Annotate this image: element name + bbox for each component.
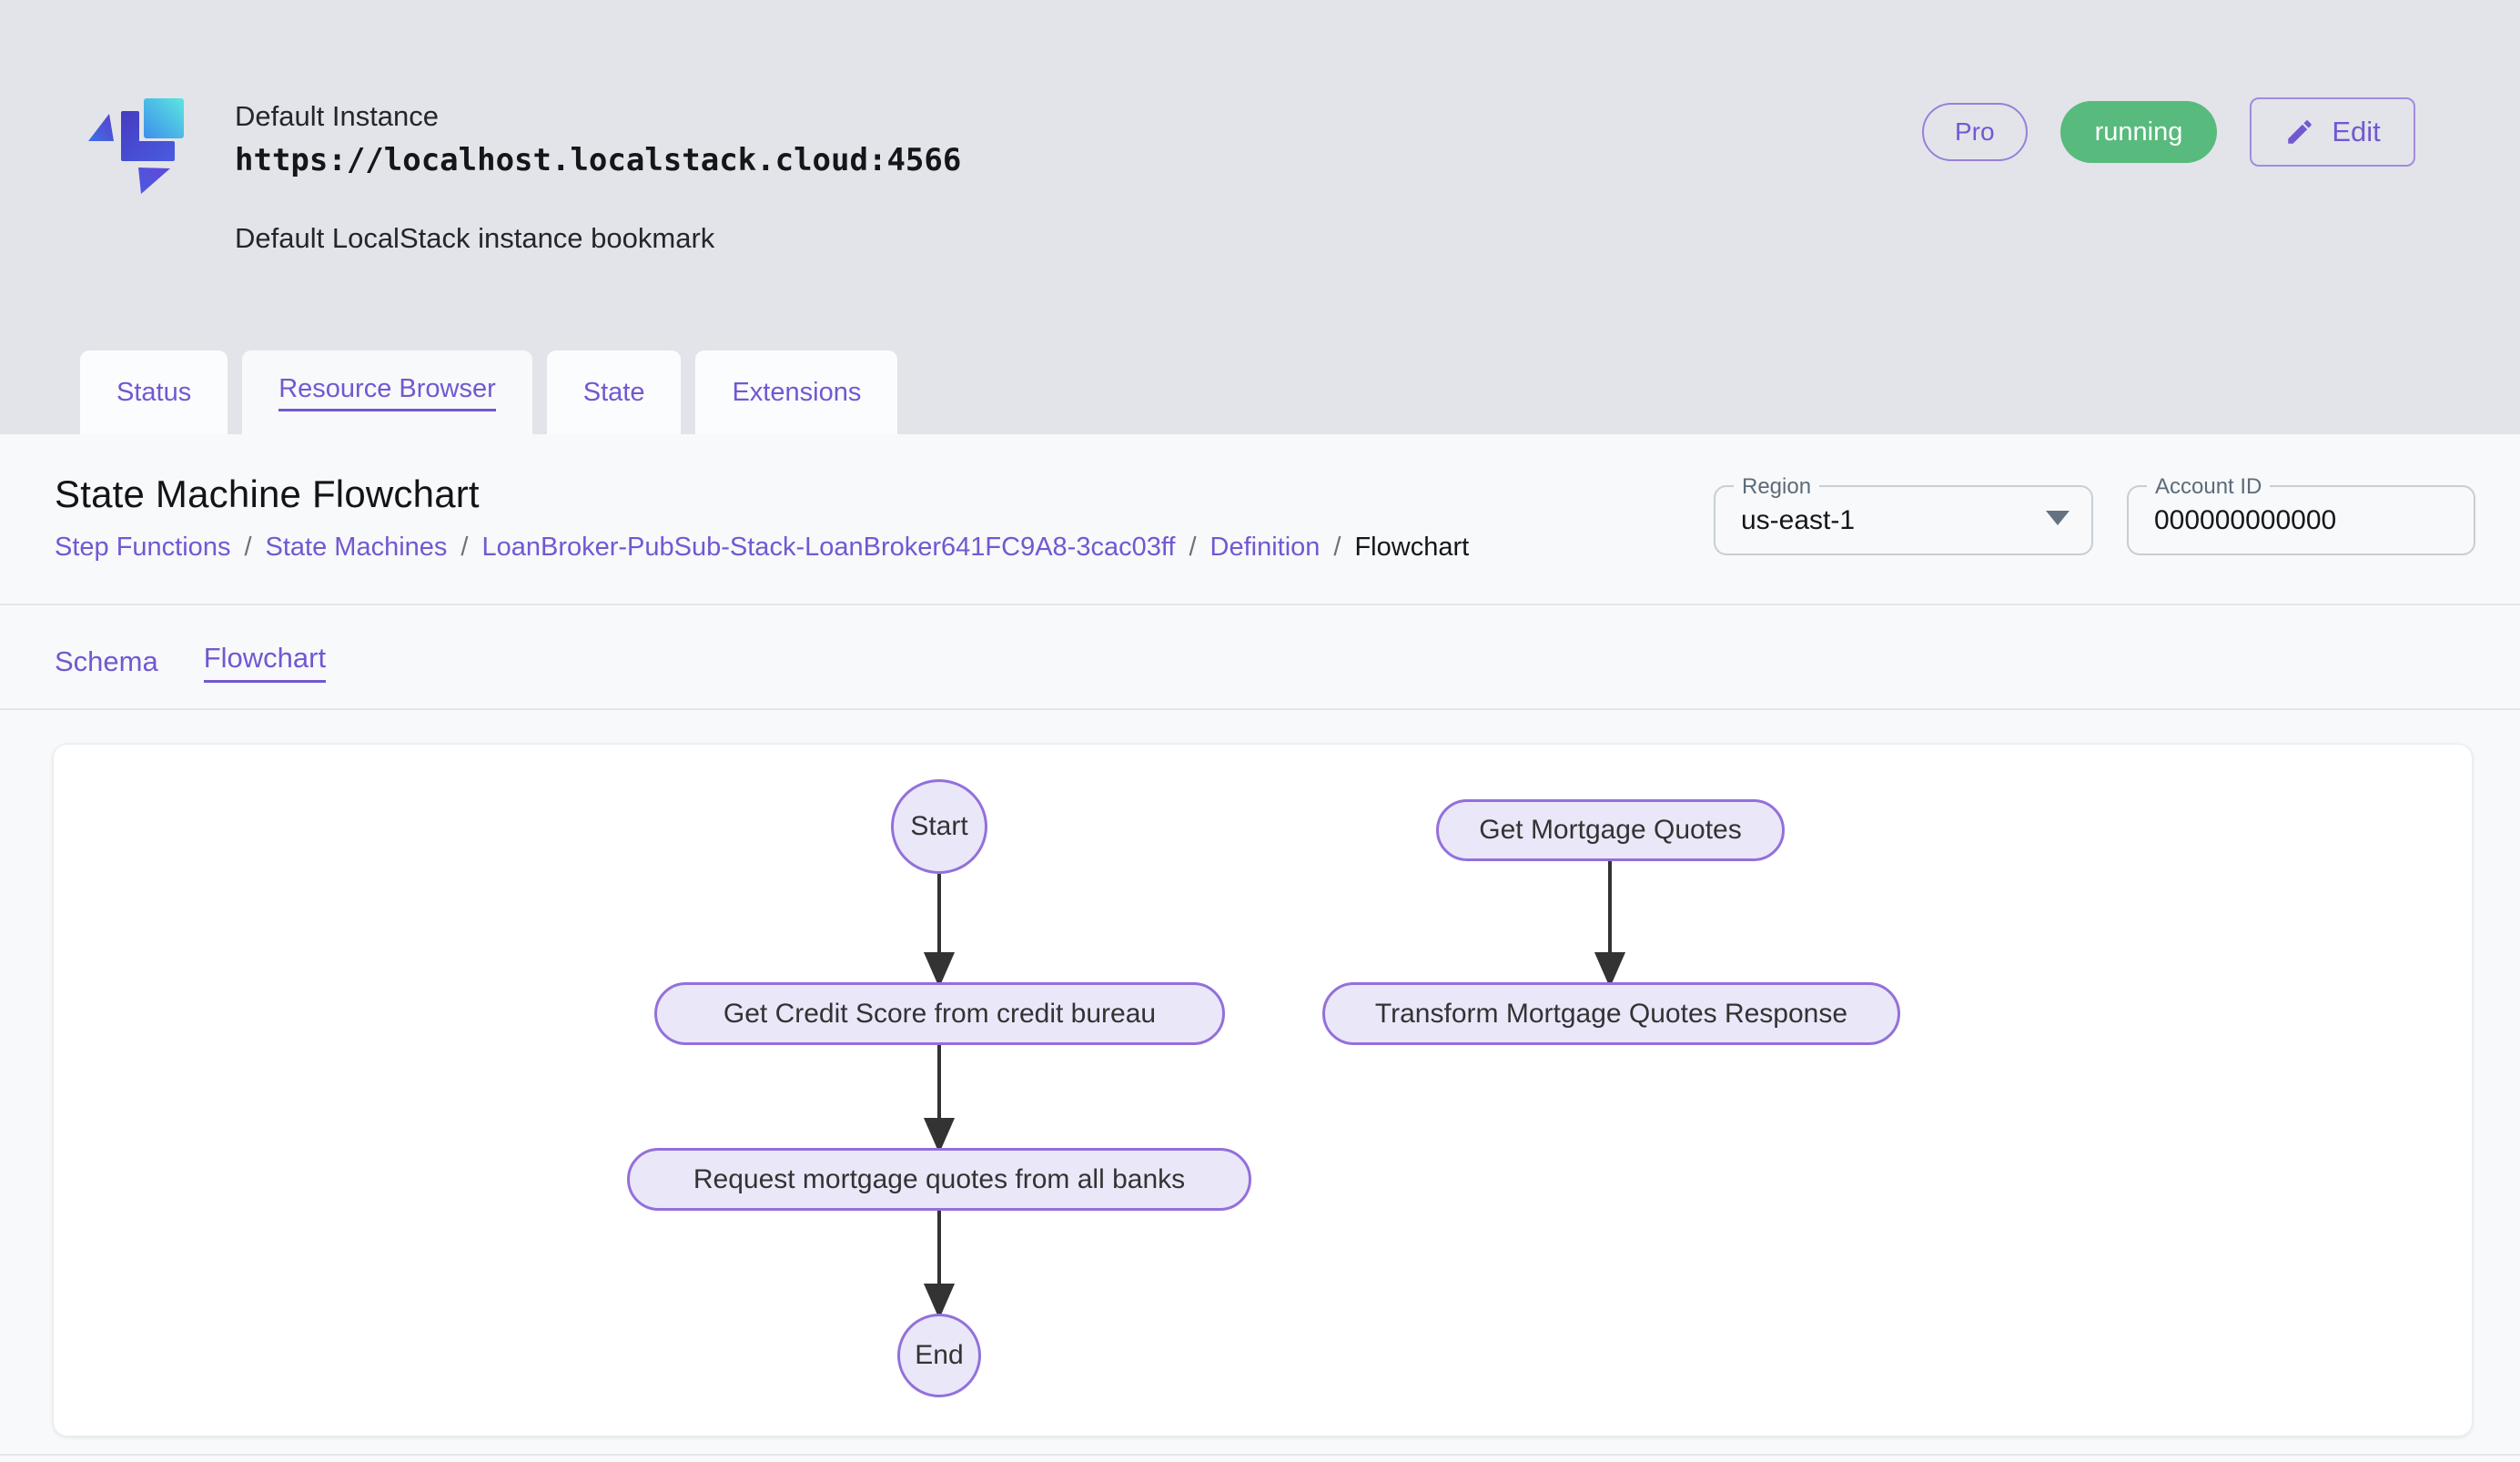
status-badge: running	[2060, 101, 2218, 163]
divider	[0, 604, 2520, 605]
divider	[0, 708, 2520, 710]
node-label: Get Credit Score from credit bureau	[723, 998, 1157, 1029]
breadcrumb: Step Functions / State Machines / LoanBr…	[55, 533, 1469, 563]
instance-info: Default Instance https://localhost.local…	[235, 100, 961, 255]
divider	[0, 1454, 2520, 1456]
breadcrumb-flowchart: Flowchart	[1354, 533, 1470, 562]
main-tabs: Status Resource Browser State Extensions	[80, 350, 898, 434]
breadcrumb-separator: /	[244, 533, 252, 562]
tab-extensions-label: Extensions	[732, 377, 862, 407]
node-label: End	[915, 1340, 964, 1370]
edit-button-label: Edit	[2332, 116, 2381, 147]
node-label: Start	[910, 811, 968, 841]
account-id-label: Account ID	[2147, 473, 2271, 501]
flowchart-edges	[923, 861, 1626, 1319]
node-label: Transform Mortgage Quotes Response	[1374, 998, 1848, 1029]
edit-button[interactable]: Edit	[2250, 97, 2415, 167]
flowchart-node-get-mortgage-quotes[interactable]: Get Mortgage Quotes	[1436, 799, 1785, 861]
tab-status-label: Status	[116, 377, 192, 407]
flowchart-node-get-credit-score[interactable]: Get Credit Score from credit bureau	[654, 982, 1225, 1045]
region-select[interactable]: Region us-east-1	[1714, 473, 2093, 555]
flowchart-node-request-quotes[interactable]: Request mortgage quotes from all banks	[627, 1148, 1251, 1211]
instance-url: https://localhost.localstack.cloud:4566	[235, 142, 962, 178]
flowchart-node-transform-response[interactable]: Transform Mortgage Quotes Response	[1322, 982, 1900, 1045]
localstack-logo-icon	[88, 98, 184, 194]
subtab-schema[interactable]: Schema	[55, 645, 158, 677]
instance-name: Default Instance	[235, 100, 440, 132]
subtab-flowchart[interactable]: Flowchart	[203, 642, 327, 683]
chevron-down-icon	[2046, 511, 2070, 525]
status-badge-label: running	[2094, 117, 2183, 147]
pro-chip: Pro	[1922, 103, 2028, 161]
breadcrumb-definition[interactable]: Definition	[1209, 533, 1321, 562]
flowchart-node-start[interactable]: Start	[891, 779, 987, 874]
tab-resource-browser-label: Resource Browser	[278, 374, 496, 411]
tab-state[interactable]: State	[546, 350, 682, 434]
flowchart-node-end[interactable]: End	[897, 1314, 981, 1397]
breadcrumb-state-machine-name[interactable]: LoanBroker-PubSub-Stack-LoanBroker641FC9…	[481, 533, 1176, 562]
breadcrumb-step-functions[interactable]: Step Functions	[55, 533, 231, 562]
breadcrumb-separator: /	[1189, 533, 1197, 562]
resource-browser-panel: State Machine Flowchart Step Functions /…	[0, 434, 2520, 1462]
pencil-icon	[2288, 120, 2313, 144]
page-title: State Machine Flowchart	[55, 472, 480, 515]
flowchart-card: Start Get Credit Score from credit burea…	[53, 744, 2473, 1437]
account-id-field: Account ID	[2127, 473, 2475, 555]
breadcrumb-separator: /	[1333, 533, 1341, 562]
tab-state-label: State	[582, 377, 645, 407]
region-select-label: Region	[1734, 473, 1820, 501]
tab-status[interactable]: Status	[80, 350, 228, 434]
instance-description: Default LocalStack instance bookmark	[235, 222, 715, 254]
definition-subtabs: Schema Flowchart	[55, 621, 327, 703]
tab-resource-browser[interactable]: Resource Browser	[242, 350, 532, 434]
node-label: Get Mortgage Quotes	[1479, 815, 1742, 845]
tab-extensions[interactable]: Extensions	[695, 350, 898, 434]
header-actions: Pro running Edit	[1922, 96, 2415, 168]
pro-chip-label: Pro	[1955, 117, 1995, 146]
node-label: Request mortgage quotes from all banks	[693, 1163, 1186, 1194]
breadcrumb-state-machines[interactable]: State Machines	[265, 533, 448, 562]
region-select-value: us-east-1	[1741, 504, 1856, 535]
breadcrumb-separator: /	[460, 533, 469, 562]
